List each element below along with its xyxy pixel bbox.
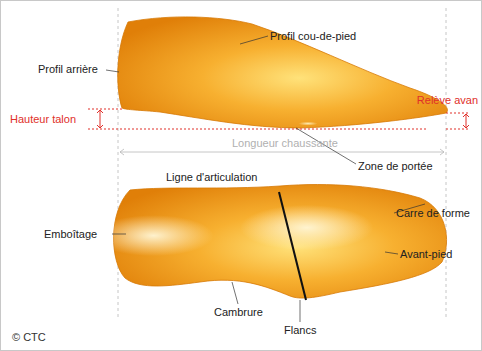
part-label: Ligne d'articulation (166, 171, 257, 184)
length-arrow (120, 149, 444, 155)
leader-lines (106, 36, 425, 322)
dimension-line (446, 129, 470, 130)
part-label: Zone de portée (358, 160, 433, 173)
dimension-arrow (463, 114, 469, 128)
part-label: Carre de forme (396, 207, 470, 220)
highlight (260, 110, 340, 126)
last-bottom-view (114, 185, 447, 299)
highlight (114, 185, 447, 299)
part-label: Flancs (284, 324, 316, 337)
guide-line (446, 8, 447, 320)
dimension-line (88, 109, 122, 110)
highlight (114, 185, 447, 299)
copyright: © CTC (12, 331, 46, 344)
dimension-label: Hauteur talon (10, 113, 76, 126)
last-side-view (118, 17, 448, 128)
part-label: Cambrure (214, 306, 263, 319)
guide-line (118, 8, 119, 320)
dimension-label: Relève avan (417, 94, 478, 107)
dimension-line (88, 129, 428, 130)
dimension-arrow (97, 110, 103, 128)
part-label: Profil cou-de-pied (270, 30, 356, 43)
part-label: Emboîtage (44, 228, 97, 241)
dimension-line (446, 113, 470, 114)
articulation-line (279, 192, 306, 300)
part-label: Avant-pied (400, 248, 452, 261)
part-label: Profil arrière (38, 63, 98, 76)
dimension-label: Longueur chaussante (232, 137, 338, 150)
